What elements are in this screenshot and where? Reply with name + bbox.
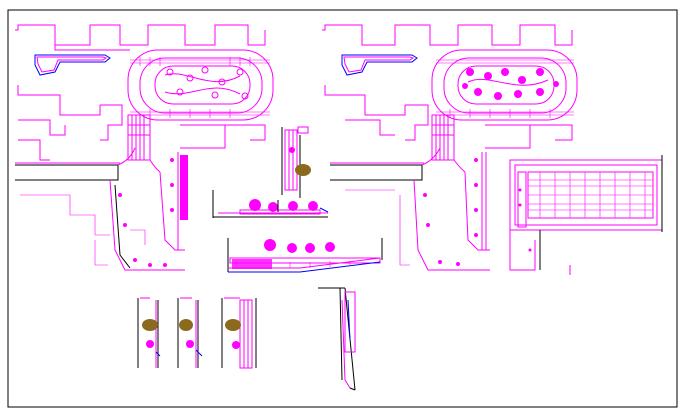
drawing-border — [7, 9, 678, 408]
parking-layout-detail — [509, 155, 663, 275]
planter-elevation-vertical — [281, 126, 311, 198]
section-c — [221, 297, 257, 369]
section-b — [177, 297, 203, 368]
planter-elevation-long — [227, 238, 383, 273]
site-plan-right — [322, 24, 578, 271]
planter-elevation-top — [212, 190, 329, 218]
section-a — [137, 297, 161, 368]
ramp-detail — [318, 287, 356, 391]
site-plan-left — [15, 24, 274, 271]
